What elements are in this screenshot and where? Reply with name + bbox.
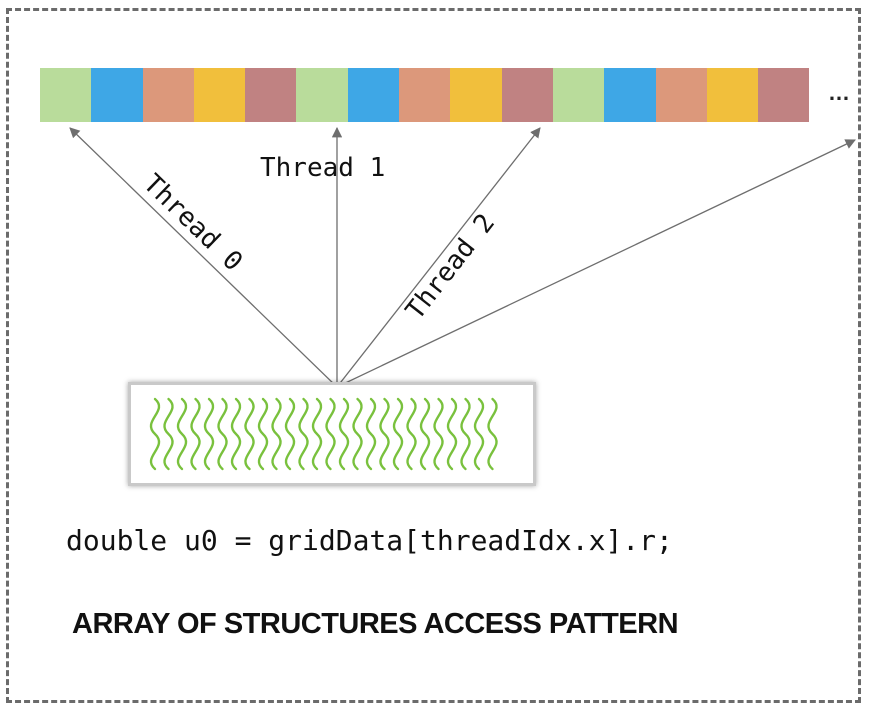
gpu-logo-wave (419, 397, 431, 471)
gpu-logo-box (128, 382, 536, 486)
gpu-logo-wave (311, 397, 323, 471)
memory-cell (758, 68, 810, 122)
gpu-logo-wave (446, 397, 458, 471)
memory-cell (399, 68, 451, 122)
memory-cell (604, 68, 656, 122)
gpu-logo-wave (217, 397, 228, 471)
memory-cell (245, 68, 297, 122)
gpu-logo-wave (365, 397, 377, 471)
memory-array-ellipsis: … (828, 80, 850, 105)
memory-cell (552, 68, 605, 122)
gpu-logo-wave (460, 397, 471, 471)
gpu-logo-wave (149, 397, 161, 471)
gpu-logo-wave (338, 397, 350, 471)
gpu-logo-wave (433, 397, 444, 471)
gpu-logo-wave (392, 397, 404, 471)
gpu-logo-wave (298, 397, 309, 471)
memory-cell (706, 68, 759, 122)
gpu-logo-wave (487, 397, 498, 471)
gpu-logo-wave (230, 397, 242, 471)
memory-cell (450, 68, 502, 122)
memory-cell (347, 68, 400, 122)
gpu-logo-wave (473, 397, 485, 471)
thread-2-arrow (336, 127, 541, 388)
gpu-logo-wave (352, 397, 363, 471)
memory-array (40, 68, 810, 122)
memory-cell (193, 68, 246, 122)
gpu-logo-wave (325, 397, 336, 471)
gpu-logo-wave (190, 397, 201, 471)
memory-cell (40, 68, 92, 122)
gpu-logo-wave (406, 397, 417, 471)
code-statement: double u0 = gridData[threadIdx.x].r; (66, 524, 673, 557)
gpu-logo-wave (284, 397, 296, 471)
gpu-logo-wave (257, 397, 269, 471)
gpu-logo-wave (244, 397, 255, 471)
gpu-logo-wave (163, 397, 174, 471)
thread-0-arrow (69, 127, 338, 388)
memory-cell (142, 68, 194, 122)
gpu-logo-wave (271, 397, 282, 471)
gpu-logo-icon (149, 397, 498, 471)
gpu-logo-wave (176, 397, 188, 471)
gpu-logo-wave (203, 397, 215, 471)
diagram-caption: ARRAY OF STRUCTURES ACCESS PATTERN (72, 608, 679, 640)
thread-next-arrow (336, 139, 856, 388)
thread-1-label: Thread 1 (260, 153, 386, 183)
memory-cell (91, 68, 143, 122)
diagram-frame (6, 8, 861, 703)
gpu-logo-wave (379, 397, 390, 471)
memory-cell (655, 68, 707, 122)
memory-cell (501, 68, 553, 122)
memory-cell (296, 68, 348, 122)
